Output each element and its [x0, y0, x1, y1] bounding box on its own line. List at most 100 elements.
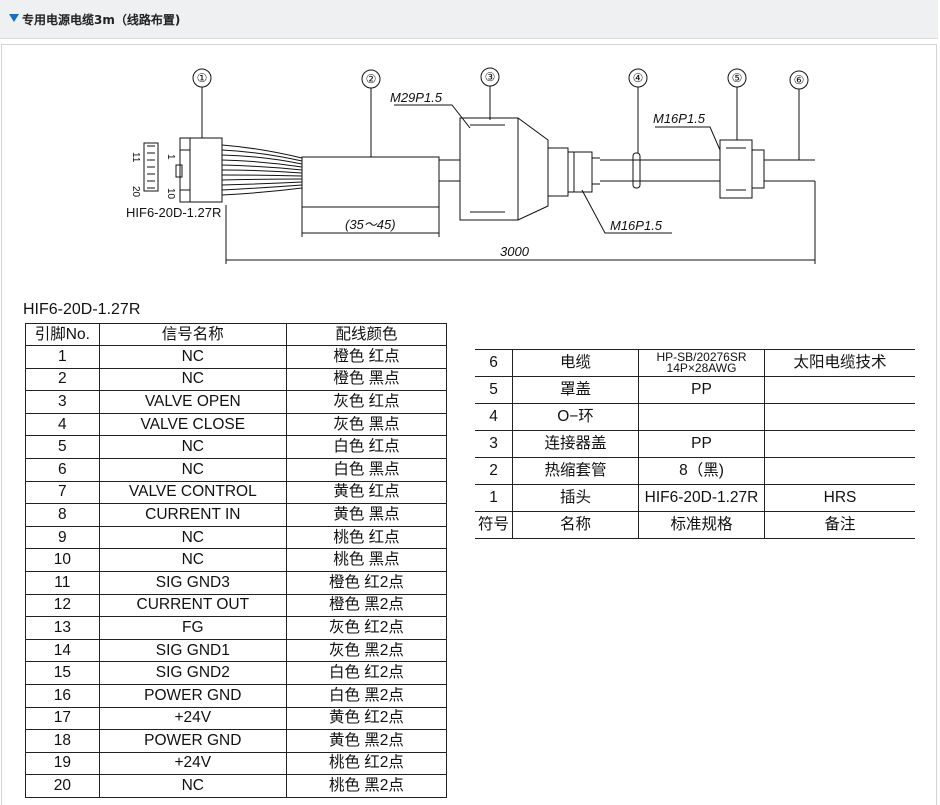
- part-spec-cell: HIF6-20D-1.27R: [638, 484, 765, 512]
- callout-3: ③: [485, 70, 496, 84]
- footer-note: 备注: [764, 511, 915, 539]
- part-note-cell: 太阳电缆技术: [764, 349, 915, 377]
- part-no-cell: 2: [475, 457, 513, 485]
- table-header-row: 引脚No. 信号名称 配线颜色: [25, 323, 448, 346]
- signal-name-cell: POWER GND: [98, 683, 287, 708]
- wire-color-cell: 灰色 红2点: [285, 616, 448, 640]
- callout-2: ②: [366, 72, 377, 86]
- wire-color-cell: 桃色 红点: [285, 525, 448, 550]
- signal-name-cell: NC: [98, 435, 287, 459]
- pin-label-11: 11: [130, 152, 141, 163]
- signal-name-cell: NC: [98, 367, 287, 392]
- wire-color-cell: 橙色 红2点: [285, 570, 448, 595]
- pin-no-cell: 1: [25, 345, 100, 369]
- part-name-cell: 罩盖: [512, 376, 639, 404]
- signal-name-cell: +24V: [98, 751, 287, 776]
- pin-no-cell: 9: [25, 525, 100, 550]
- callout-4: ④: [633, 71, 644, 85]
- wire-color-cell: 灰色 黑点: [285, 412, 448, 437]
- signal-name-cell: NC: [98, 345, 287, 369]
- label-m16-top: M16P1.5: [653, 111, 706, 126]
- parts-footer-row: 符号名称标准规格备注: [475, 511, 915, 539]
- plug-housing: [179, 137, 223, 203]
- part-spec-cell: PP: [638, 376, 765, 404]
- part-no-cell: 4: [475, 403, 513, 431]
- pin-no-cell: 18: [25, 729, 100, 753]
- part-no-cell: 5: [475, 376, 513, 404]
- pin-no-cell: 14: [25, 638, 100, 663]
- header-signal-name: 信号名称: [98, 323, 287, 346]
- connector-cover: [459, 117, 549, 221]
- wire-color-cell: 黄色 红点: [285, 480, 448, 505]
- pin-table-caption: HIF6-20D-1.27R: [23, 301, 141, 318]
- signal-name-cell: FG: [98, 616, 287, 640]
- part-spec-cell: [638, 403, 765, 431]
- pin-label-10: 10: [165, 188, 176, 200]
- label-m16-bottom: M16P1.5: [610, 218, 663, 233]
- part-spec-cell: PP: [638, 430, 765, 458]
- label-connector: HIF6-20D-1.27R: [126, 205, 221, 220]
- signal-name-cell: POWER GND: [98, 729, 287, 753]
- pin-no-cell: 13: [25, 616, 100, 640]
- signal-name-cell: NC: [98, 457, 287, 482]
- collapse-triangle-icon[interactable]: [9, 14, 19, 22]
- pin-no-cell: 16: [25, 683, 100, 708]
- signal-name-cell: SIG GND3: [98, 570, 287, 595]
- part-note-cell: HRS: [764, 484, 915, 512]
- pin-no-cell: 15: [25, 661, 100, 685]
- wire-color-cell: 桃色 黑2点: [285, 774, 448, 798]
- signal-name-cell: VALVE OPEN: [98, 390, 287, 414]
- callout-6: ⑥: [794, 73, 805, 87]
- pin-no-cell: 3: [25, 390, 100, 414]
- pin-no-cell: 11: [25, 570, 100, 595]
- section-title: 专用电源电缆3m（线路布置): [22, 13, 181, 27]
- label-m29: M29P1.5: [390, 90, 443, 105]
- part-note-cell: [764, 403, 915, 431]
- pin-no-cell: 8: [25, 503, 100, 527]
- pin-no-cell: 17: [25, 706, 100, 731]
- wire-color-cell: 白色 红2点: [285, 661, 448, 685]
- part-name-cell: O−环: [512, 403, 639, 431]
- pin-no-cell: 20: [25, 774, 100, 798]
- wire-color-cell: 桃色 黑点: [285, 548, 448, 572]
- label-range: (35～45): [345, 217, 396, 232]
- pin-no-cell: 5: [25, 435, 100, 459]
- signal-name-cell: CURRENT IN: [98, 503, 287, 527]
- pin-no-cell: 4: [25, 412, 100, 437]
- part-name-cell: 热缩套管: [512, 457, 639, 485]
- pin-no-cell: 2: [25, 367, 100, 392]
- o-ring: [632, 152, 641, 189]
- wire-color-cell: 黄色 红2点: [285, 706, 448, 731]
- part-note-cell: [764, 430, 915, 458]
- part-name-cell: 连接器盖: [512, 430, 639, 458]
- wire-color-cell: 橙色 红点: [285, 345, 448, 369]
- section-header[interactable]: 专用电源电缆3m（线路布置): [0, 0, 938, 39]
- wire-color-cell: 灰色 黑2点: [285, 638, 448, 663]
- signal-name-cell: VALVE CONTROL: [98, 480, 287, 505]
- signal-name-cell: NC: [98, 548, 287, 572]
- wire-color-cell: 白色 黑点: [285, 457, 448, 482]
- header-pin-no: 引脚No.: [25, 323, 100, 346]
- pin-no-cell: 10: [25, 548, 100, 572]
- part-no-cell: 3: [475, 430, 513, 458]
